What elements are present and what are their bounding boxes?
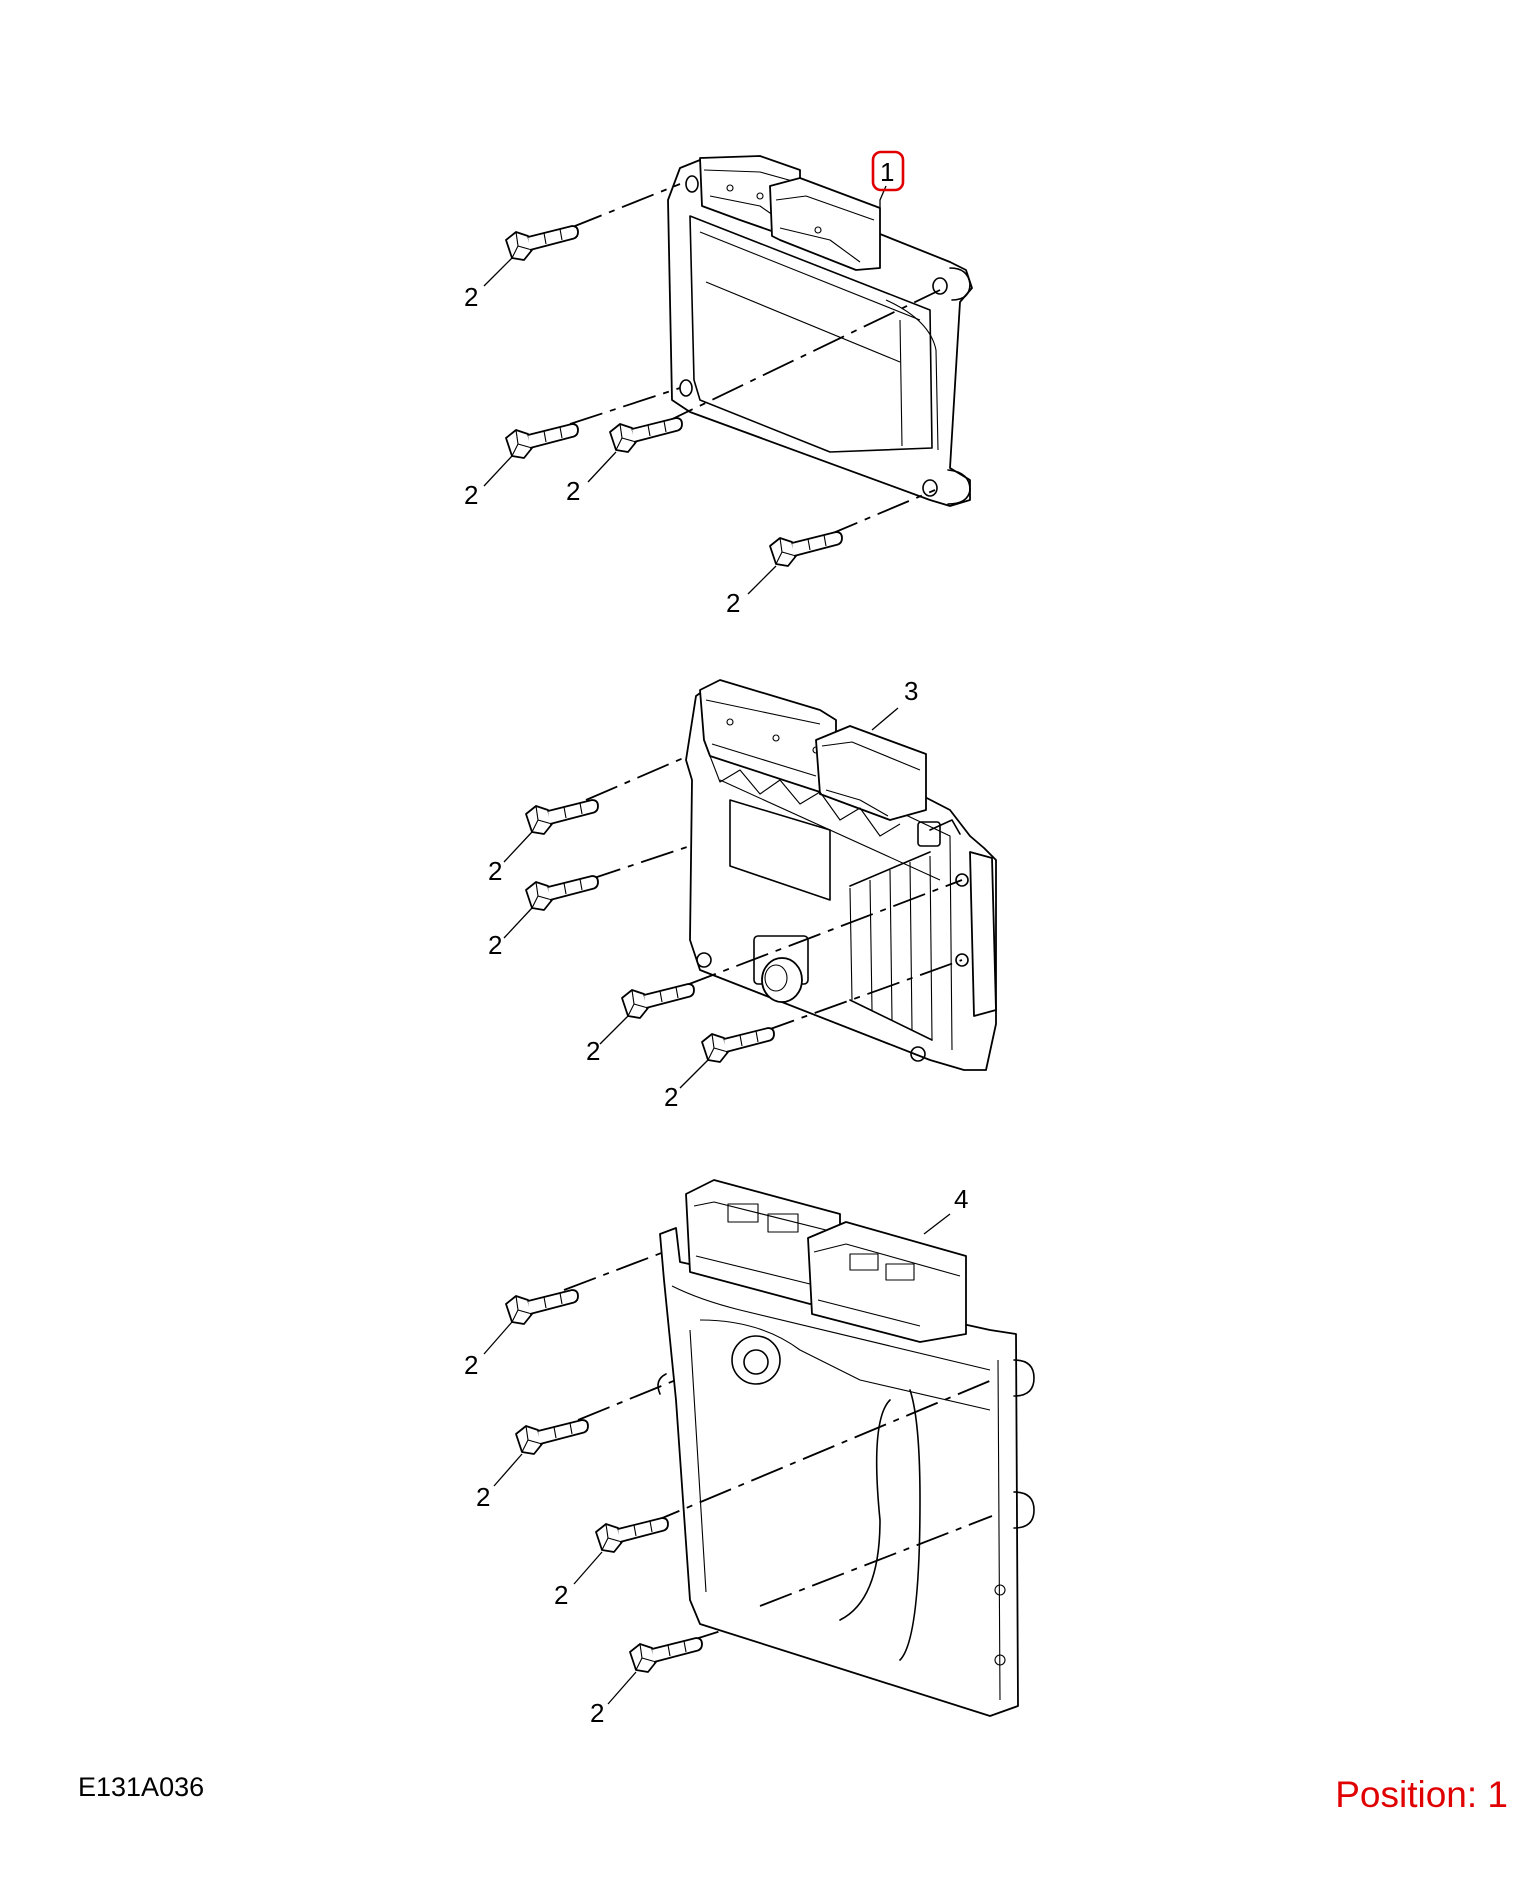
ecu-module-4 [657, 1179, 1035, 1717]
bolt-icon [525, 875, 599, 911]
callout-bolt: 2 [566, 476, 580, 506]
callout-bolt: 2 [554, 1580, 568, 1610]
ecu-module-3 [685, 679, 997, 1071]
bolt-icon [505, 1289, 579, 1325]
callout-bolt: 2 [464, 480, 478, 510]
position-highlight-box [871, 150, 905, 192]
bolt-icon [505, 225, 579, 261]
callout-bolt: 2 [464, 282, 478, 312]
bolt-icon [769, 531, 843, 567]
callout-bolt: 2 [590, 1698, 604, 1728]
callout-bolt: 2 [488, 930, 502, 960]
bolt-icon [621, 983, 695, 1019]
bolt-icon [595, 1517, 669, 1553]
callout-bolt: 2 [586, 1036, 600, 1066]
bolt-icon [515, 1419, 589, 1455]
callout-bolt: 2 [464, 1350, 478, 1380]
bolt-icon [609, 417, 683, 453]
ecu-module-1 [667, 155, 973, 507]
callout-bolt: 2 [664, 1082, 678, 1112]
callout-bolt: 2 [476, 1482, 490, 1512]
bolt-icon [525, 799, 599, 835]
callout-bolt: 2 [488, 856, 502, 886]
position-label: Position: 1 [1335, 1774, 1508, 1815]
bolt-icon [701, 1027, 775, 1063]
callout-bolt: 2 [726, 588, 740, 618]
callout-ecu-3: 3 [904, 676, 918, 706]
bolt-icon [629, 1637, 703, 1673]
callout-ecu-1: 1 [880, 157, 894, 187]
drawing-code: E131A036 [78, 1772, 205, 1802]
bolt-icon [505, 423, 579, 459]
callout-ecu-4: 4 [954, 1184, 968, 1214]
